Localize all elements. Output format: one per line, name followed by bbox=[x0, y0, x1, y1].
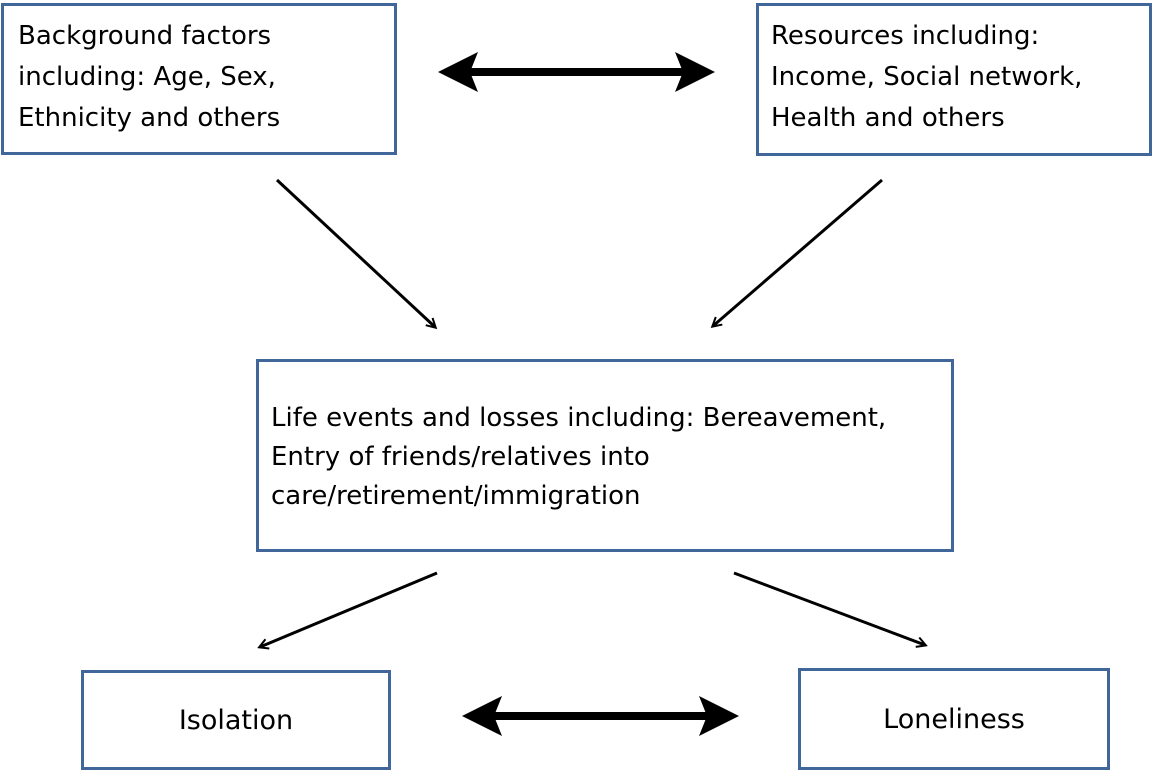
isolation-box: Isolation bbox=[81, 670, 391, 770]
background-factors-line: Ethnicity and others bbox=[18, 103, 281, 133]
edge-resources-life-events bbox=[713, 178, 883, 326]
edge-background-life-events bbox=[275, 178, 435, 327]
life-events-line: care/retirement/immigration bbox=[271, 481, 641, 511]
background-factors-line: Background factors bbox=[18, 21, 272, 51]
resources-line: Income, Social network, bbox=[771, 62, 1083, 92]
edge-isolation-loneliness bbox=[462, 696, 739, 736]
life-events-line: Entry of friends/relatives into bbox=[271, 442, 650, 472]
life-events-line: Life events and losses including: Bereav… bbox=[271, 403, 887, 433]
background-factors-box: Background factors including: Age, Sex, … bbox=[1, 3, 397, 155]
resources-line: Health and others bbox=[771, 103, 1005, 133]
life-events-box: Life events and losses including: Bereav… bbox=[256, 359, 954, 552]
isolation-label: Isolation bbox=[178, 704, 294, 736]
resources-box: Resources including: Income, Social netw… bbox=[756, 3, 1152, 156]
edge-background-resources bbox=[438, 52, 715, 92]
background-factors-line: including: Age, Sex, bbox=[18, 62, 276, 92]
resources-line: Resources including: bbox=[771, 21, 1040, 51]
loneliness-box: Loneliness bbox=[798, 668, 1110, 770]
edge-life-events-isolation bbox=[260, 571, 438, 647]
edge-life-events-loneliness bbox=[733, 571, 925, 645]
loneliness-label: Loneliness bbox=[883, 703, 1025, 735]
